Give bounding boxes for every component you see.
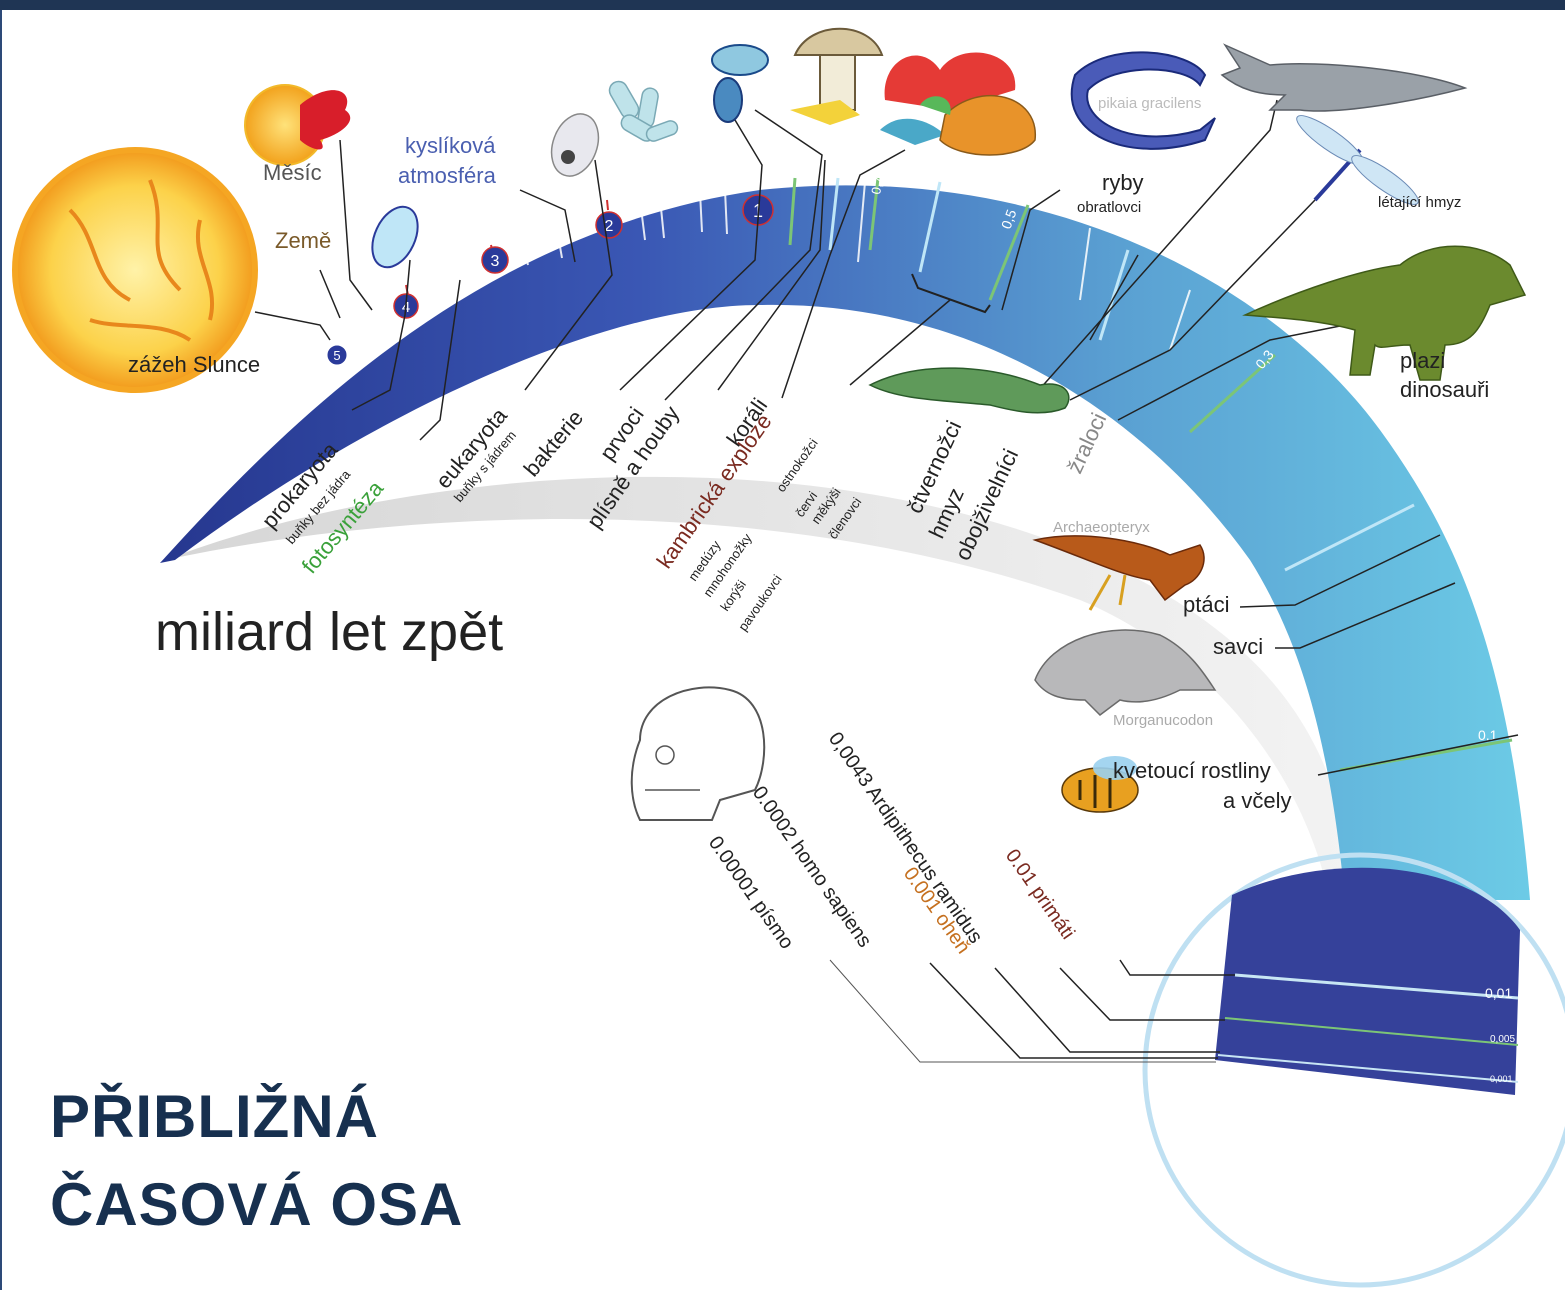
mushroom-icon bbox=[790, 27, 884, 125]
top-border bbox=[0, 0, 1565, 10]
label-pavoukovci: pavoukovci bbox=[735, 572, 785, 634]
archaeopteryx-icon bbox=[1032, 535, 1205, 611]
scale-0-5: 0,5 bbox=[998, 207, 1020, 231]
morganucodon-icon bbox=[1034, 629, 1217, 716]
label-archaeopteryx: Archaeopteryx bbox=[1053, 519, 1150, 536]
pikaia-icon bbox=[1070, 51, 1216, 150]
marker-5-label: 5 bbox=[333, 348, 340, 363]
shadow-band bbox=[165, 476, 1350, 900]
label-zraloci: žraloci bbox=[1062, 409, 1112, 477]
tetrapod-icon bbox=[868, 367, 1070, 414]
label-ryby: ryby bbox=[1102, 170, 1144, 195]
label-ptaci: ptáci bbox=[1183, 592, 1229, 617]
skull-icon bbox=[630, 686, 766, 821]
arc-highlight-lines bbox=[828, 177, 1415, 572]
inset-scale-0-005: 0,005 bbox=[1490, 1034, 1515, 1045]
scale-0-1: 0,1 bbox=[1478, 727, 1498, 743]
label-zeme: Země bbox=[275, 228, 331, 253]
inset-scale-0-01: 0,01 bbox=[1485, 985, 1512, 1001]
label-atmo-1: kyslíková bbox=[405, 133, 496, 158]
marker-2-label: 2 bbox=[605, 218, 614, 235]
label-primati: 0.01 primáti bbox=[1001, 845, 1079, 943]
prokaryote-cell-icon bbox=[371, 205, 419, 269]
bee-icon bbox=[1061, 756, 1139, 813]
page-title-line-2: ČASOVÁ OSA bbox=[50, 1171, 464, 1238]
left-border bbox=[0, 10, 2, 1290]
label-morganucodon: Morganucodon bbox=[1113, 712, 1213, 729]
label-mesic: Měsíc bbox=[263, 160, 322, 185]
shark-icon bbox=[1220, 43, 1468, 112]
marker-3-label: 3 bbox=[491, 253, 500, 270]
cell-nucleus-icon bbox=[561, 150, 575, 164]
label-atmo-2: atmosféra bbox=[398, 163, 497, 188]
moon-icon bbox=[244, 84, 351, 166]
inset-line-0-005 bbox=[1224, 1017, 1519, 1046]
label-pikaia: pikaia gracilens bbox=[1098, 95, 1201, 112]
label-vcely: a včely bbox=[1223, 788, 1291, 813]
label-pismo: 0.00001 písmo bbox=[704, 832, 798, 953]
page-title-line-1: PŘIBLIŽNÁ bbox=[50, 1083, 379, 1150]
label-dinosauri: dinosauři bbox=[1400, 377, 1489, 402]
sun-icon bbox=[12, 147, 258, 393]
marker-2 bbox=[595, 211, 623, 239]
coral-icon bbox=[880, 52, 1036, 156]
zoom-circle bbox=[1142, 852, 1565, 1288]
label-plazi: plazi bbox=[1400, 348, 1445, 373]
zoom-inset bbox=[1215, 867, 1520, 1095]
marker-3 bbox=[481, 246, 509, 274]
inset-line-0-01 bbox=[1234, 973, 1519, 1000]
timeline-arc bbox=[160, 185, 1530, 900]
axis-label: miliard let zpět bbox=[155, 602, 503, 662]
scale-0-7: 0,7 bbox=[868, 175, 886, 195]
label-slunce: zážeh Slunce bbox=[128, 352, 260, 377]
bacteria-icon bbox=[608, 80, 679, 142]
dinosaur-icon bbox=[1242, 245, 1527, 381]
inset-scale-0-001: 0,001 bbox=[1490, 1074, 1513, 1084]
label-bakterie: bakterie bbox=[519, 405, 588, 481]
label-letajici: létající hmyz bbox=[1378, 194, 1461, 211]
dragonfly-icon bbox=[1296, 115, 1419, 205]
label-savci: savci bbox=[1213, 634, 1263, 659]
arc-segment-lines bbox=[329, 181, 1191, 356]
inset-line-0-001 bbox=[1217, 1054, 1519, 1083]
protozoa-icon bbox=[711, 44, 769, 123]
label-obratlovci: obratlovci bbox=[1077, 199, 1141, 216]
marker-5 bbox=[326, 344, 348, 366]
cambrian-bracket bbox=[911, 273, 991, 314]
label-kvetouci: kvetoucí rostliny bbox=[1113, 758, 1271, 783]
